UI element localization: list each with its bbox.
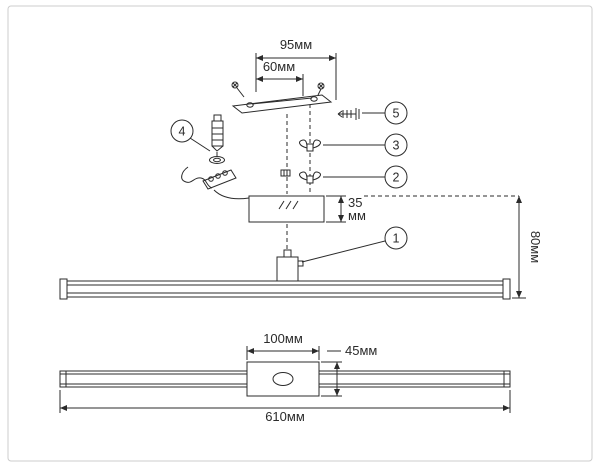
callout-5-circle [384,101,408,125]
dim-35mm-value: 35 [348,195,362,210]
callout-4-number: 4 [179,125,186,139]
mounting-block-side [276,249,304,282]
callout-4-leader [189,137,211,152]
bracket-hole-right [310,96,318,102]
wing-fastener-item2 [299,171,321,184]
callout-1-leader [301,240,386,263]
dimension-100mm: 100мм [246,331,320,360]
callout-2-circle [384,165,408,189]
callout-1-circle [384,226,408,250]
spacer-item2 [280,169,291,177]
vent-marks [278,200,299,210]
mounting-block-stub [283,249,292,258]
callout-4: 4 [170,119,211,152]
fixture-side-view [59,278,511,300]
fixture-endcap-left [59,278,68,300]
dimension-60mm: 60мм [256,59,304,96]
bracket-hole-left [246,102,254,108]
dim-60mm-label: 60мм [263,59,295,74]
callout-5: 5 [362,101,408,125]
anchor-cap [213,114,222,122]
callout-4-circle [170,119,194,143]
callout-1: 1 [301,226,408,263]
dim-100mm-label: 100мм [263,331,303,346]
fixture-bar-side [66,280,504,298]
mounting-block-body [276,256,299,282]
page-border [7,5,593,462]
bracket-screw-left [231,81,245,98]
terminal-block [202,169,237,190]
fixture-endcap-right [502,278,511,300]
callout-1-number: 1 [393,232,400,246]
driver-box [248,195,325,223]
callout-3-number: 3 [393,139,400,153]
dimension-610mm: 610мм [59,390,511,424]
dim-35mm-extension-lines [326,195,346,223]
anchor-ring [209,156,225,164]
callout-2: 2 [323,165,408,189]
dimension-95mm: 95мм [255,37,337,100]
mounting-screw-item5 [337,108,360,120]
dimension-80mm: 80мм [364,195,543,299]
bracket-slot [251,97,313,105]
fixture-bar-profile-lines [67,284,503,294]
canopy-hole [272,372,294,386]
power-cable [181,166,250,200]
callout-3: 3 [323,133,408,157]
canopy-bottom [246,361,320,397]
canopy-plate [246,361,320,397]
callout-2-number: 2 [393,171,400,185]
dim-610mm-label: 610мм [265,409,305,424]
dim-100mm-extension-lines [246,346,320,360]
dimension-35mm: 35 мм [326,195,366,223]
dim-95mm-label: 95мм [280,37,312,52]
dim-35mm-unit: мм [348,208,366,223]
callout-5-number: 5 [393,107,400,121]
dim-45mm-label: 45мм [345,343,377,358]
dim-80mm-label: 80мм [528,231,543,263]
dimension-45mm: 45мм [321,343,377,397]
anchor-ribs [211,127,224,152]
wall-anchor [211,114,224,152]
bracket-screw-right [317,82,325,96]
callout-3-circle [384,133,408,157]
mounting-bracket [231,94,333,114]
bracket-plate [231,94,333,114]
mounting-block-setscrew [297,260,304,267]
